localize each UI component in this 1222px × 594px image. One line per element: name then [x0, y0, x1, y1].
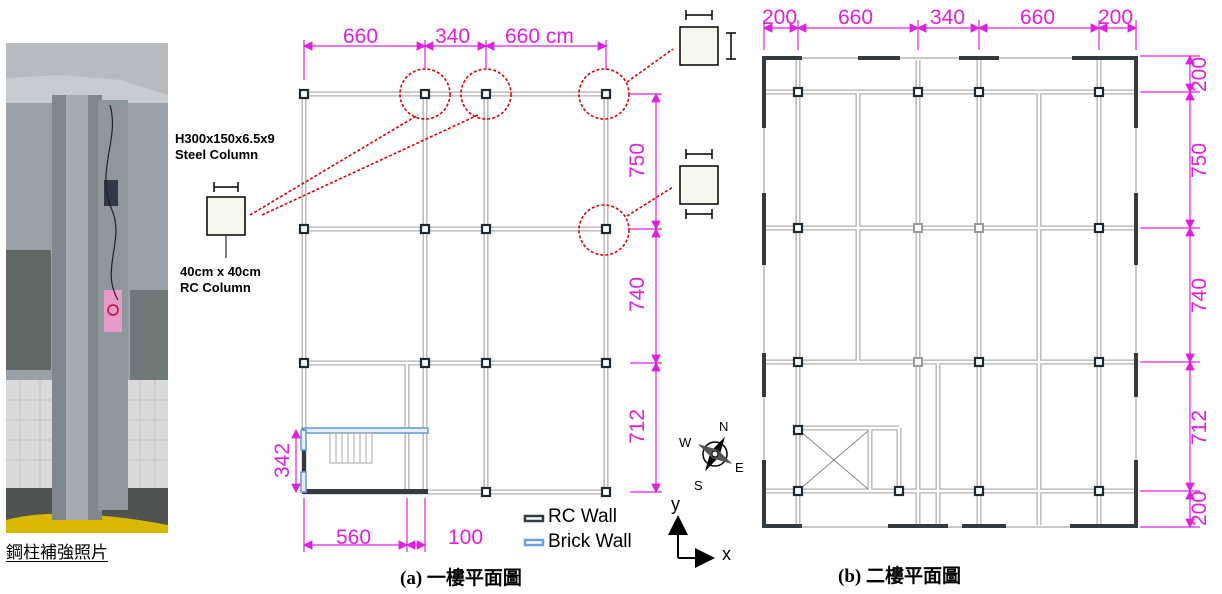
- compass-e: E: [735, 460, 744, 475]
- rc-column-label: 40cm x 40cm RC Column: [180, 264, 261, 296]
- legend-brick-swatch: [523, 538, 545, 547]
- f2-dim-right-5: 200: [1188, 491, 1211, 526]
- steel-column-detail-top: [679, 10, 736, 66]
- floor2-dimension-lines: [762, 20, 1200, 529]
- floor1-rc-wall: [302, 428, 428, 494]
- floor2-removed-columns: [913, 223, 984, 367]
- f1-dim-right-2: 740: [626, 277, 649, 312]
- f1-dim-bottom-1: 560: [336, 526, 371, 549]
- axis-y-label: y: [671, 494, 680, 514]
- compass-w: W: [679, 435, 692, 450]
- rc-column-label-line1: 40cm x 40cm: [180, 264, 261, 279]
- legend-rc-swatch: [523, 514, 545, 523]
- floor2-rc-walls: [762, 56, 1138, 528]
- compass-icon: N S E W: [679, 419, 744, 493]
- f2-dim-right-4: 712: [1188, 410, 1211, 445]
- floor2-stair-void: [799, 430, 869, 490]
- f2-dim-right-1: 200: [1188, 57, 1211, 92]
- steel-column-label-line2: Steel Column: [175, 147, 259, 162]
- f2-dim-top-3: 340: [930, 6, 965, 29]
- rc-column-label-line2: RC Column: [180, 280, 251, 295]
- floor2-caption: (b) 二樓平面圖: [838, 566, 961, 587]
- f1-dim-right-3: 712: [626, 409, 649, 444]
- floor1-plan: [249, 48, 674, 498]
- steel-column-photo: [6, 43, 168, 533]
- floor2-beams: [766, 60, 1134, 525]
- rc-column-detail: [206, 182, 246, 258]
- f2-dim-right-3: 740: [1188, 278, 1211, 313]
- f2-dim-right-2: 750: [1188, 143, 1211, 178]
- f1-dim-right-1: 750: [626, 143, 649, 178]
- compass-n: N: [719, 419, 728, 434]
- photo-caption: 鋼柱補強照片: [6, 543, 108, 563]
- f1-dim-bottom-2: 100: [448, 526, 483, 549]
- f1-dim-top-2: 340: [435, 25, 470, 48]
- floor2-slab-outline: [763, 57, 1137, 528]
- floor2-plan: [762, 56, 1138, 528]
- f1-dim-top-3: 660 cm: [505, 25, 574, 48]
- f2-dim-top-4: 660: [1020, 6, 1055, 29]
- f2-dim-top-2: 660: [838, 6, 873, 29]
- legend-rc-wall: RC Wall: [548, 506, 617, 527]
- steel-column-label-line1: H300x150x6.5x9: [175, 131, 275, 146]
- steel-column-label: H300x150x6.5x9 Steel Column: [175, 131, 275, 163]
- f2-dim-top-1: 200: [762, 6, 797, 29]
- axis-arrows-icon: [668, 515, 715, 568]
- floor2-columns: [792, 86, 1105, 497]
- floor1-caption: (a) 一樓平面圖: [400, 568, 522, 589]
- compass-s: S: [694, 478, 703, 493]
- floor1-dimension-lines: [291, 40, 662, 552]
- floor1-columns: [298, 88, 612, 498]
- steel-column-detail-right: [679, 149, 719, 219]
- axis-x-label: x: [722, 544, 731, 564]
- legend-brick-wall: Brick Wall: [548, 531, 632, 552]
- floor1-stairs: [329, 432, 373, 464]
- f1-dim-top-1: 660: [343, 25, 378, 48]
- f1-dim-left-1: 342: [271, 443, 294, 478]
- f2-dim-top-5: 200: [1098, 6, 1133, 29]
